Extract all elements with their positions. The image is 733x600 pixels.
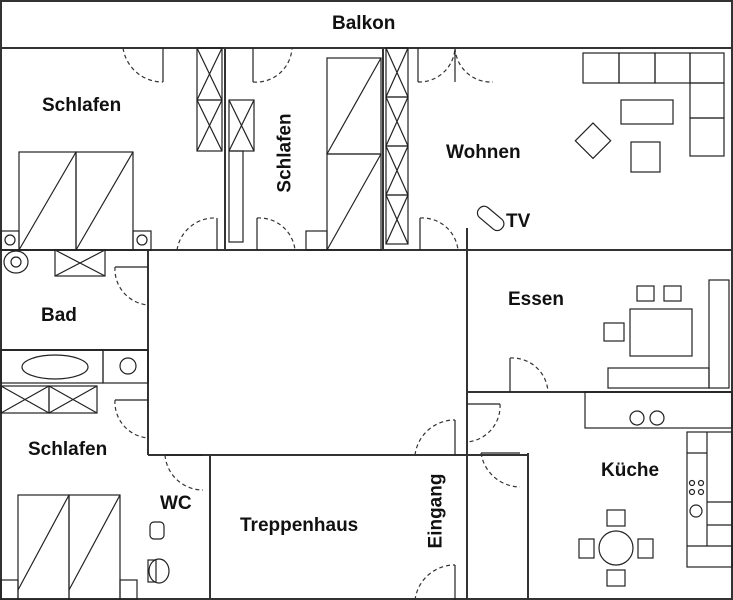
room-label-bathroom: Bad [41, 305, 77, 326]
bedroom-2-furniture [228, 47, 409, 251]
room-label-balcony: Balkon [332, 13, 396, 34]
room-label-stairwell: Treppenhaus [240, 515, 359, 536]
living-furniture [476, 52, 725, 232]
room-label-entrance: Eingang [425, 473, 447, 549]
kitchen-furniture [578, 391, 733, 587]
room-label-living: Wohnen [446, 142, 521, 163]
room-label-kitchen: Küche [601, 460, 660, 481]
room-label-wc: WC [160, 493, 192, 514]
bathroom-furniture [0, 249, 149, 414]
doors [114, 47, 549, 600]
wc-furniture [147, 521, 170, 584]
room-label-bedroom-2: Schlafen [274, 113, 296, 193]
dining-furniture [603, 279, 730, 389]
tv-label: TV [506, 211, 531, 232]
bedroom-3-furniture [0, 494, 138, 600]
room-label-bedroom-1: Schlafen [42, 95, 122, 116]
bedroom-1-furniture [0, 47, 223, 251]
room-label-dining: Essen [508, 289, 564, 310]
room-label-bedroom-3: Schlafen [28, 439, 108, 460]
